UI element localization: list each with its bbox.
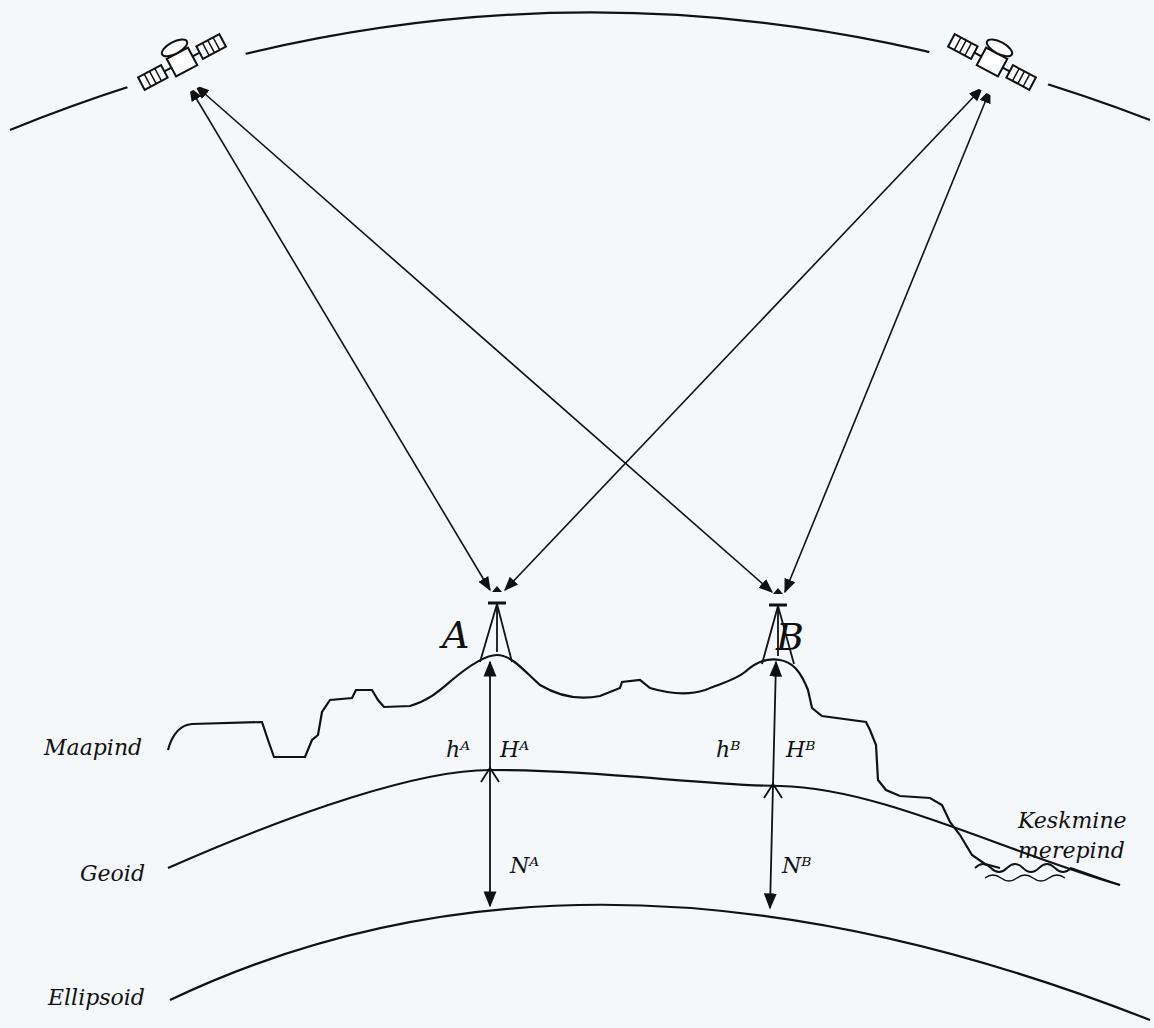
sea-waves — [985, 875, 1065, 881]
height-label: Hᴬ — [500, 736, 529, 764]
height-arrow — [489, 662, 491, 906]
signal-line — [196, 86, 772, 592]
point-label: B — [776, 614, 804, 662]
height-label: hᴬ — [446, 736, 470, 764]
surface-label: Geoid — [80, 860, 145, 888]
sea-level-label: Keskmine merepind — [1018, 806, 1143, 866]
tripod-a — [480, 603, 512, 662]
surface-label: Maapind — [44, 734, 142, 762]
point-label: A — [442, 612, 469, 660]
height-label: hᴮ — [716, 736, 740, 764]
arrow-tick — [764, 784, 782, 798]
arrow-tick — [481, 768, 499, 782]
undulation-label: Nᴮ — [782, 852, 811, 880]
signal-line — [190, 88, 490, 590]
surface-label: Ellipsoid — [48, 984, 145, 1012]
geoid-line — [168, 770, 1120, 885]
ellipsoid-line — [170, 905, 1150, 1020]
terrain-line — [168, 655, 1000, 868]
sea-waves — [975, 864, 1120, 885]
undulation-label: Nᴬ — [510, 852, 539, 880]
satellite — [925, 7, 1059, 116]
signal-line — [505, 88, 982, 590]
satellite — [115, 7, 249, 116]
signal-line — [785, 90, 990, 592]
height-label: Hᴮ — [786, 736, 815, 764]
